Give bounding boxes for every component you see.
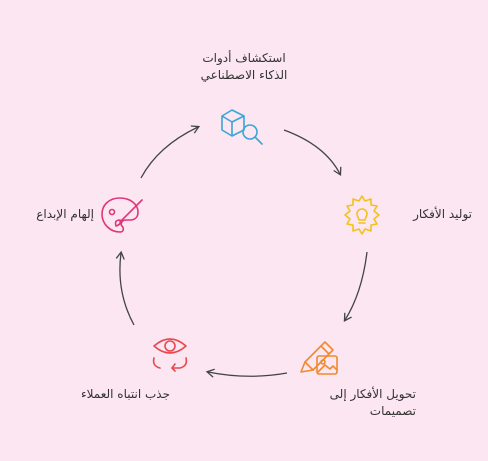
node-designs-label: تحويل الأفكار إلى تصميمات xyxy=(308,386,416,420)
node-inspire-line-1: إلهام الإبداع xyxy=(36,207,94,221)
lightbulb-gear-icon xyxy=(344,195,380,235)
eye-rotate-icon xyxy=(152,338,188,372)
node-explore-line-2: الذكاء الاصطناعي xyxy=(200,68,288,82)
node-designs-line-2: تصميمات xyxy=(369,404,416,418)
arrow-ideas-to-designs xyxy=(343,251,368,322)
node-designs-line-1: تحويل الأفكار إلى xyxy=(329,387,416,401)
arrow-explore-to-ideas xyxy=(283,129,342,177)
cube-search-icon xyxy=(221,109,263,145)
palette-brush-icon xyxy=(101,197,143,233)
node-ideas-label: توليد الأفكار xyxy=(392,206,472,223)
node-ideas-line-1: توليد الأفكار xyxy=(413,207,472,221)
arrow-customers-to-inspire xyxy=(115,250,135,326)
node-customers-label: جذب انتباه العملاء xyxy=(50,386,170,403)
arrow-designs-to-customers xyxy=(205,368,288,378)
arrow-inspire-to-explore xyxy=(140,125,201,179)
node-explore-label: استكشاف أدوات الذكاء الاصطناعي xyxy=(180,50,308,84)
node-inspire-label: إلهام الإبداع xyxy=(18,206,94,223)
node-explore-line-1: استكشاف أدوات xyxy=(202,51,286,65)
node-customers-line-1: جذب انتباه العملاء xyxy=(80,387,170,401)
pencil-image-icon xyxy=(300,341,338,375)
